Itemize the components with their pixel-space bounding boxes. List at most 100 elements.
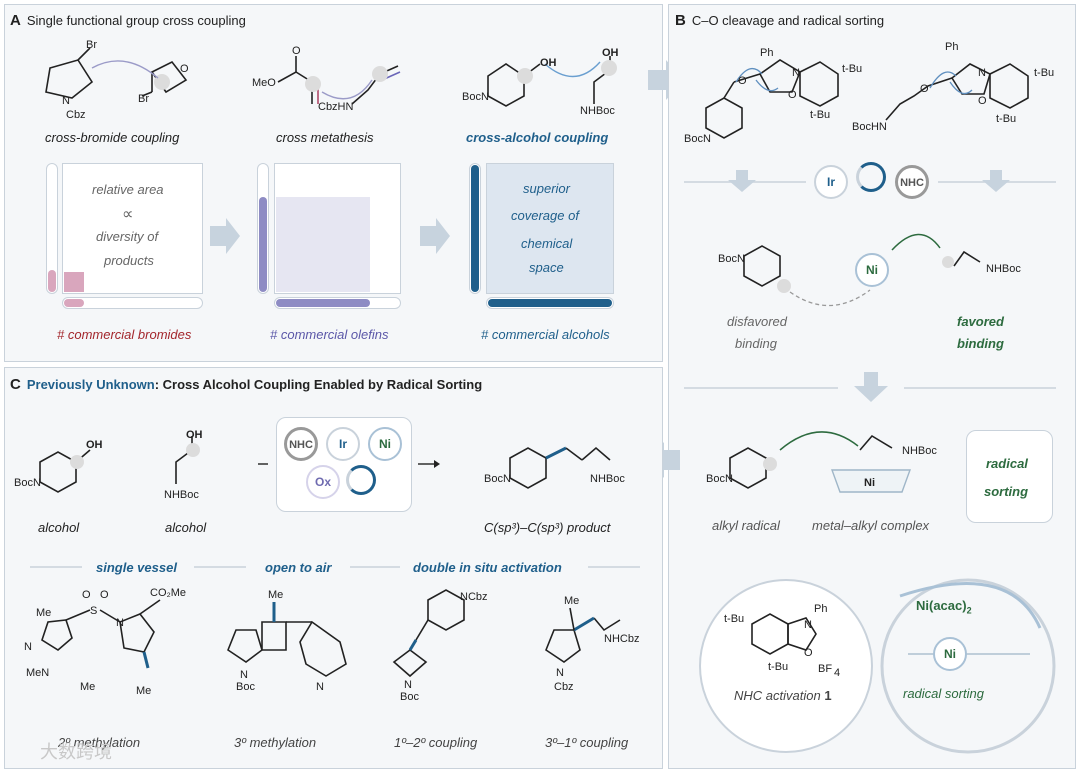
c-nhboc-2: NHBoc	[590, 473, 625, 485]
olefin-area-fill	[276, 197, 370, 292]
bromide-vbar-fill	[48, 270, 56, 292]
cbzhn-label: CbzHN	[318, 101, 354, 113]
c-alcohol-1: alcohol	[38, 520, 80, 535]
c-cbz: Cbz	[554, 681, 574, 693]
b-bochn: BocHN	[852, 121, 887, 133]
nhboc-label: NHBoc	[580, 105, 615, 117]
c-bulb-icon	[346, 465, 376, 495]
feat-double-activation: double in situ activation	[413, 560, 562, 575]
foot-alcohols: # commercial alcohols	[481, 327, 610, 342]
bocn-label: BocN	[462, 91, 489, 103]
c-oh-2: OH	[186, 429, 203, 441]
c-ncbz-1: NCbz	[460, 591, 488, 603]
c-me-4: Me	[268, 589, 283, 601]
disfavored-1: disfavored	[727, 314, 787, 329]
c-n-ex4: N	[556, 667, 564, 679]
superior-text-1: superior	[523, 181, 570, 196]
disfavored-2: binding	[735, 336, 777, 351]
c-me-2: Me	[80, 681, 95, 693]
ni-acac-label: Ni(acac)2	[916, 598, 972, 616]
c-n-pz: N	[24, 641, 32, 653]
superior-text-2: coverage of	[511, 208, 579, 223]
alcohol-area-box	[486, 163, 614, 294]
b-bulb-icon	[856, 162, 886, 192]
b-ph-1: Ph	[760, 47, 773, 59]
br-label-1: Br	[86, 39, 97, 51]
c-ir-circle: Ir	[326, 427, 360, 461]
c-men: MeN	[26, 667, 49, 679]
area-text-1: relative area	[92, 182, 164, 197]
watermark: 大数跨境	[40, 742, 112, 763]
c-n-py: N	[316, 681, 324, 693]
c-me-3: Me	[136, 685, 151, 697]
alkyl-radical-label: alkyl radical	[712, 518, 780, 533]
c-nhcbz: NHCbz	[604, 633, 639, 645]
c-me-1: Me	[36, 607, 51, 619]
n-label: N	[62, 95, 70, 107]
o-label: O	[180, 63, 189, 75]
bromide-hbar	[62, 297, 203, 309]
b-ni-cycle-circle: Ni	[933, 637, 967, 671]
b-ph-2: Ph	[945, 41, 958, 53]
olefin-vbar-fill	[259, 197, 267, 292]
c-ex-2: 3º methylation	[234, 735, 317, 750]
c-ex-3: 1º–2º coupling	[394, 735, 478, 750]
area-text-4: products	[104, 253, 154, 268]
b-tbu-5: t-Bu	[724, 613, 744, 625]
o-label-2: O	[292, 45, 301, 57]
b-n-3: N	[804, 619, 812, 631]
b-bocn-3: BocN	[706, 473, 733, 485]
c-bocn-1: BocN	[14, 477, 41, 489]
b-tbu-2: t-Bu	[810, 109, 830, 121]
c-s: S	[90, 605, 97, 617]
b-nhboc-2: NHBoc	[902, 445, 937, 457]
b-ph-3: Ph	[814, 603, 827, 615]
c-ex-4: 3º–1º coupling	[545, 735, 629, 750]
b-nhc-circle: NHC	[895, 165, 929, 199]
b-o-2: O	[978, 95, 987, 107]
olefin-hbar-fill	[276, 299, 370, 307]
feat-open-air: open to air	[265, 560, 332, 575]
radical-sorting-box	[966, 430, 1053, 523]
b-ir-circle: Ir	[814, 165, 848, 199]
rxn-label-metathesis: cross metathesis	[276, 130, 374, 145]
radical-sorting-label: radical sorting	[903, 686, 984, 701]
b-n-2: N	[978, 67, 986, 79]
br-label-2: Br	[138, 93, 149, 105]
b-o-link-1: O	[738, 75, 747, 87]
favored-1: favored	[957, 314, 1004, 329]
c-ex-1: 2º methylation	[58, 735, 141, 750]
alcohol-hbar-fill	[488, 299, 612, 307]
c-boc-1: Boc	[236, 681, 255, 693]
b-tbu-4: t-Bu	[996, 113, 1016, 125]
sorting-1: radical	[986, 456, 1028, 471]
b-ni-complex: Ni	[864, 477, 875, 489]
oh-label-2: OH	[602, 47, 619, 59]
c-product: C(sp³)–C(sp³) product	[484, 520, 611, 535]
c-o-2: O	[100, 589, 109, 601]
b-bf4: BF	[818, 663, 832, 675]
bromide-hbar-fill	[64, 299, 84, 307]
c-oh-1: OH	[86, 439, 103, 451]
cbz-label: Cbz	[66, 109, 86, 121]
bromide-area-box	[62, 163, 203, 294]
c-ox-circle: Ox	[306, 465, 340, 499]
bromide-vbar	[46, 163, 58, 294]
foot-olefins: # commercial olefins	[270, 327, 389, 342]
area-text-3: diversity of	[96, 229, 159, 244]
superior-text-3: chemical	[521, 236, 573, 251]
b-bocn-1: BocN	[684, 133, 711, 145]
area-text-2: ∝	[122, 206, 134, 223]
metal-alkyl-label: metal–alkyl complex	[812, 518, 930, 533]
c-nhboc-1: NHBoc	[164, 489, 199, 501]
c-co2me: CO₂Me	[150, 587, 186, 599]
c-boc-2: Boc	[400, 691, 419, 703]
c-me-5: Me	[564, 595, 579, 607]
meo-label: MeO	[252, 77, 276, 89]
